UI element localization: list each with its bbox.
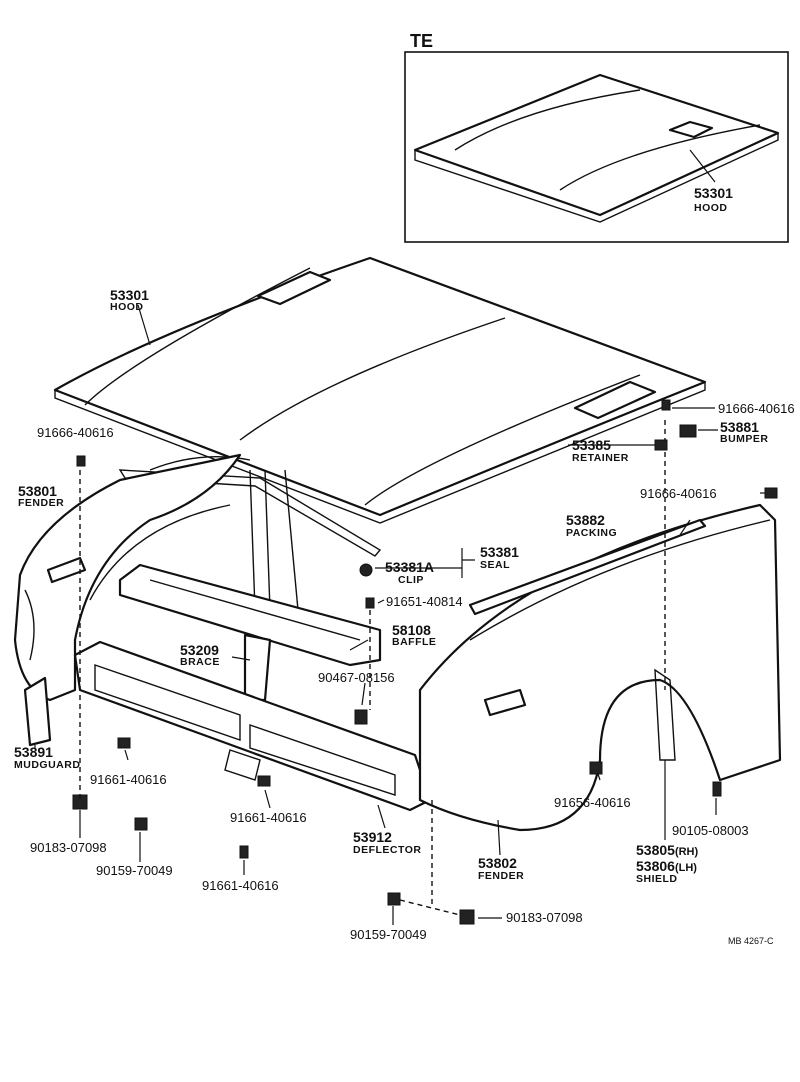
bolt-fender-left-top-label: 91666-40616 — [37, 425, 114, 440]
baffle-name: BAFFLE — [392, 636, 437, 648]
nut-left-label: 90183-07098 — [30, 840, 107, 855]
seal-name: SEAL — [480, 559, 511, 571]
drawing-code: MB 4267-C — [728, 936, 774, 946]
fender-left-name: FENDER — [18, 497, 65, 509]
mudguard — [23, 676, 52, 747]
mudguard-number: 53891 — [14, 744, 53, 760]
retainer-name: RETAINER — [572, 452, 629, 464]
bolt-deflector-left-label: 91661-40616 — [90, 772, 167, 787]
alignment-lines — [79, 420, 666, 916]
screw-left-label: 90159-70049 — [96, 863, 173, 878]
leader-lines — [34, 407, 765, 925]
hood — [53, 256, 707, 524]
brace-number: 53209 — [180, 642, 219, 658]
fender-right — [418, 503, 782, 832]
deflector-name: DEFLECTOR — [353, 844, 422, 856]
mudguard-name: MUDGUARD — [14, 759, 81, 771]
shield-rh-number: 53805 — [636, 842, 675, 858]
baffle-number: 58108 — [392, 622, 431, 638]
inset-part-name: HOOD — [694, 202, 728, 214]
screw-right-label: 90159-70049 — [350, 927, 427, 942]
shield — [654, 668, 676, 761]
deflector-number: 53912 — [353, 829, 392, 845]
bolt-fender-right-top-label: 91666-40616 — [640, 486, 717, 501]
fender-right-number: 53802 — [478, 855, 517, 871]
brace-baffle — [118, 563, 382, 702]
bolt-deflector-bottom-label: 91661-40616 — [202, 878, 279, 893]
clip-number: 53381A — [385, 559, 435, 575]
hood-name: HOOD — [110, 301, 144, 313]
shield-lh-side: (LH) — [674, 862, 697, 874]
fasteners — [72, 399, 778, 925]
te-inset — [404, 51, 789, 243]
packing-name: PACKING — [566, 527, 618, 539]
fender-left-number: 53801 — [18, 483, 57, 499]
shield-lh-row: 53806(LH) — [636, 859, 697, 875]
bumper-number: 53881 — [720, 419, 759, 435]
bolt-baffle-label: 91651-40814 — [386, 594, 463, 609]
clip-name: CLIP — [398, 574, 424, 586]
shield-rh-row: 53805(RH) — [636, 843, 698, 859]
inset-title: TE — [410, 31, 434, 51]
seal-number: 53381 — [480, 544, 519, 560]
brace-name: BRACE — [180, 656, 220, 668]
shield-lh-number: 53806 — [636, 858, 675, 874]
packing-number: 53882 — [566, 512, 605, 528]
shield-name: SHIELD — [636, 873, 678, 885]
nut-right-label: 90183-07098 — [506, 910, 583, 925]
bolt-deflector-middle-label: 91661-40616 — [230, 810, 307, 825]
retainer-number: 53385 — [572, 437, 611, 453]
fender-right-name: FENDER — [478, 870, 525, 882]
shield-rh-side: (RH) — [674, 846, 699, 858]
hood-number: 53301 — [110, 287, 149, 303]
bolt-fender-right-bottom-label: 90105-08003 — [672, 823, 749, 838]
screw-center-label: 90467-08156 — [318, 670, 395, 685]
bolt-hood-right-label: 91666-40616 — [718, 401, 795, 416]
inset-part-number: 53301 — [694, 185, 733, 201]
bolt-shield-label: 91656-40616 — [554, 795, 631, 810]
bumper-name: BUMPER — [720, 433, 769, 445]
